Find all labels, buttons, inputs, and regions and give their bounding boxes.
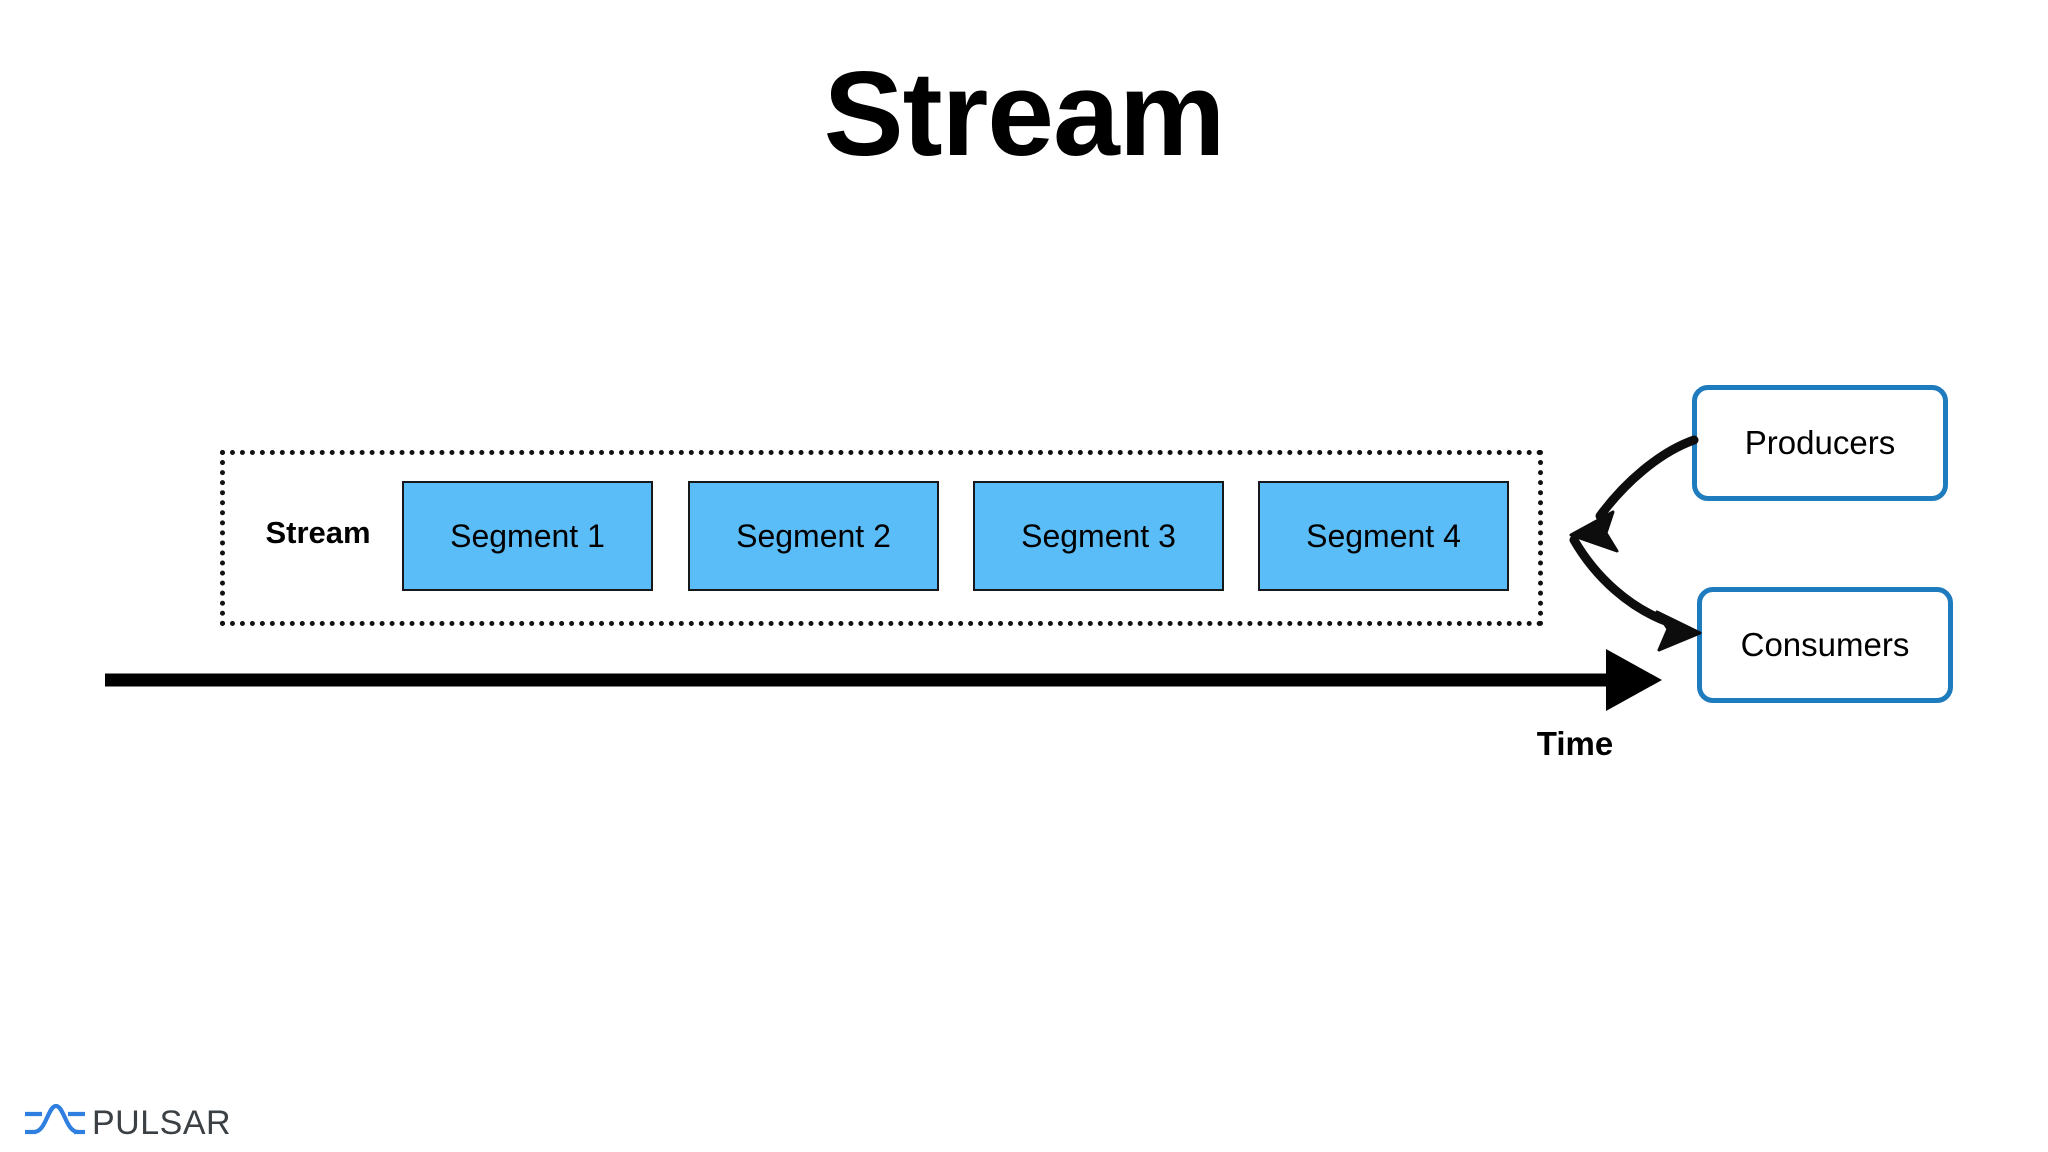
segment-box[interactable]: Segment 1 — [402, 481, 653, 591]
producers-inbound-arrow — [1569, 435, 1699, 553]
segment-label: Segment 2 — [736, 517, 891, 554]
consumers-box[interactable]: Consumers — [1697, 587, 1953, 703]
consumers-outbound-arrow — [1569, 535, 1702, 652]
segment-label: Segment 4 — [1306, 517, 1461, 554]
producers-label: Producers — [1744, 424, 1896, 461]
stream-label: Stream — [265, 515, 371, 550]
page-title: Stream — [823, 47, 1226, 181]
segment-box[interactable]: Segment 4 — [1258, 481, 1509, 591]
pulsar-logo-text: PULSAR — [92, 1103, 232, 1142]
pulsar-wave-mark — [25, 1103, 85, 1135]
segment-label: Segment 3 — [1021, 517, 1176, 554]
pulsar-logo: PULSAR — [24, 1095, 244, 1151]
producers-box[interactable]: Producers — [1692, 385, 1948, 501]
segment-label: Segment 1 — [450, 517, 605, 554]
time-axis-label: Time — [1536, 725, 1614, 762]
consumers-label: Consumers — [1740, 626, 1910, 663]
segment-box[interactable]: Segment 2 — [688, 481, 939, 591]
stream-container — [220, 450, 1543, 626]
segment-box[interactable]: Segment 3 — [973, 481, 1224, 591]
